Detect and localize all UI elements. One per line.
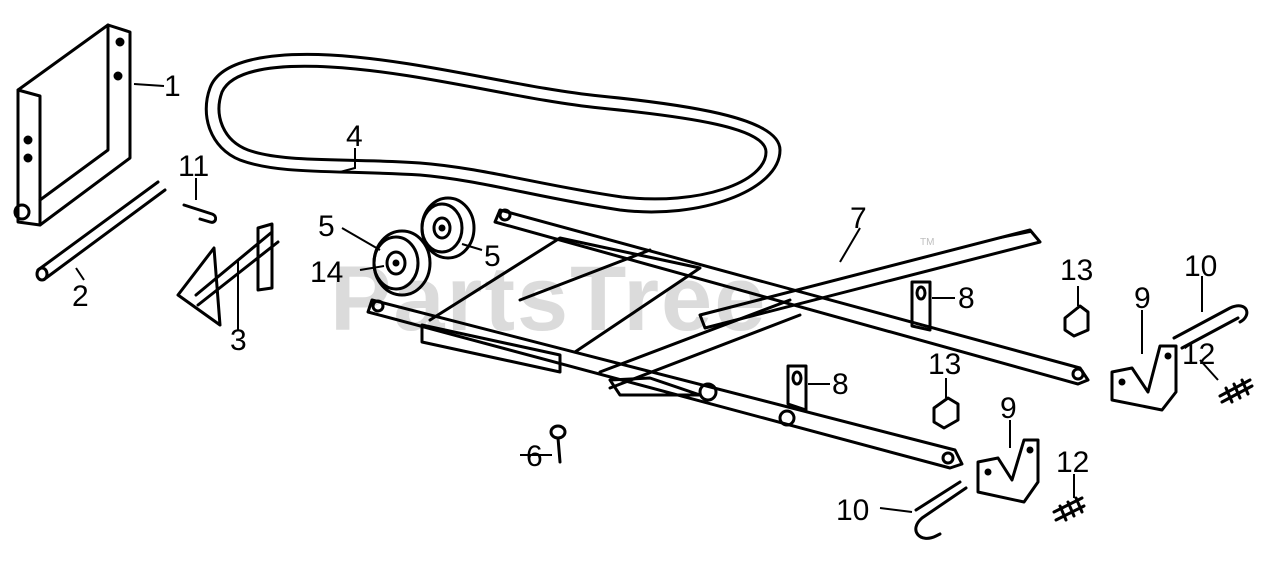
callout-8-upper: 8: [958, 282, 975, 315]
part-8-tab-upper: [910, 280, 932, 332]
part-7-frame: [366, 208, 1090, 470]
part-11-pin: [182, 203, 218, 224]
part-12-spring-lower: [1052, 496, 1086, 522]
part-13-clip-upper: [1063, 304, 1090, 338]
part-8-tab-lower: [786, 364, 808, 412]
part-6-eyebolt: [549, 424, 567, 464]
callout-9-lower: 9: [1000, 392, 1017, 425]
callout-11: 11: [178, 150, 209, 183]
watermark-trademark: TM: [920, 237, 934, 248]
callout-1: 1: [164, 70, 181, 103]
callout-13-lower: 13: [928, 348, 961, 381]
callout-12-upper: 12: [1182, 338, 1215, 371]
part-1-bracket: [13, 23, 132, 227]
callout-14: 14: [310, 256, 343, 289]
leader-lines: [75, 83, 1219, 513]
part-12-spring-upper: [1218, 378, 1254, 404]
callout-12-lower: 12: [1056, 446, 1089, 479]
callout-4: 4: [346, 120, 363, 153]
part-3-bracket: [176, 222, 280, 327]
callout-5-right: 5: [484, 240, 501, 273]
callout-5-left: 5: [318, 210, 335, 243]
part-9-bracket-upper: [1110, 344, 1178, 412]
callout-10-upper: 10: [1184, 250, 1217, 283]
part-10-hook-lower: [914, 480, 968, 540]
callout-6: 6: [526, 440, 543, 473]
callout-3: 3: [230, 324, 247, 357]
callout-8-lower: 8: [832, 368, 849, 401]
part-10-hook-upper: [1172, 304, 1249, 350]
callout-9-upper: 9: [1134, 282, 1151, 315]
callout-10-lower: 10: [836, 494, 869, 527]
part-4-belt: [204, 52, 782, 214]
part-5-14-pulley-lower: [372, 229, 432, 297]
part-2-rod: [35, 180, 167, 282]
part-9-bracket-lower: [976, 438, 1040, 504]
part-5-pulley-upper: [420, 196, 476, 260]
callout-labels: 1 2 3 4 5 5 6 7 8 8 9 9 10 10 11 12 12 1…: [72, 70, 1217, 527]
callout-7: 7: [850, 202, 867, 235]
callout-13-upper: 13: [1060, 254, 1093, 287]
part-13-clip-lower: [932, 396, 960, 430]
callout-2: 2: [72, 280, 89, 313]
